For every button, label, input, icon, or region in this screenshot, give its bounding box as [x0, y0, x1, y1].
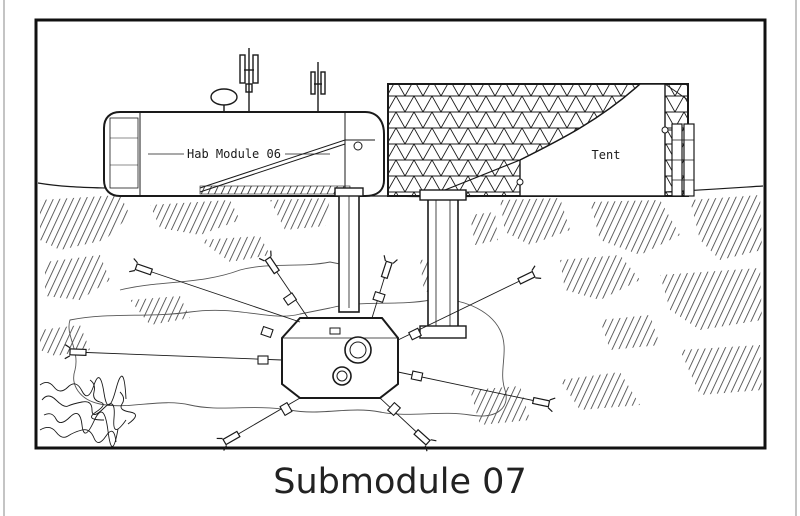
diagram-frame [34, 18, 767, 450]
hab-module: Hab Module 06 [103, 111, 385, 197]
anchor-claw-icon [64, 250, 556, 452]
tent-shaft [419, 189, 467, 339]
diagram-caption: Submodule 07 [273, 462, 527, 502]
porthole-icon-2 [332, 366, 352, 386]
porthole-icon [344, 336, 372, 364]
hab-module-label: Hab Module 06 [187, 147, 281, 161]
soil-texture [40, 195, 762, 425]
submodule-body [281, 317, 399, 399]
tether-couplers [257, 290, 424, 417]
tent: Tent [387, 83, 695, 197]
satellite-dish-icon [210, 88, 238, 113]
antenna-icon [239, 48, 259, 112]
hab-shaft [334, 187, 364, 313]
rock-formation-2 [119, 261, 351, 291]
bedrock-squiggles [39, 375, 136, 447]
tent-label: Tent [592, 148, 621, 162]
antenna-icon-2 [310, 62, 326, 112]
